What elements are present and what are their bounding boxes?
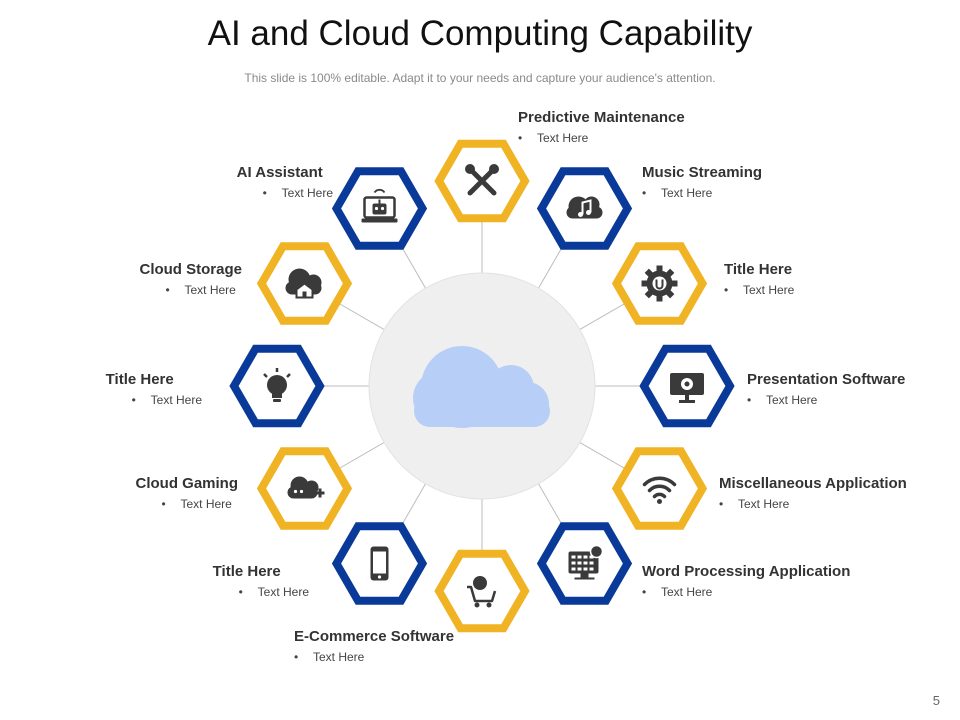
node-bullet-text: Text Here — [184, 283, 236, 297]
node-bullet-text: Text Here — [150, 393, 202, 407]
bullet-dot: • — [518, 131, 523, 145]
node-bullet: • Text Here — [518, 130, 685, 146]
node-label: E-Commerce Software • Text Here — [294, 628, 454, 665]
page-number: 5 — [932, 693, 940, 708]
node-bullet-text: Text Here — [738, 497, 790, 511]
node-bullet-text: Text Here — [257, 585, 309, 599]
cloud-home-icon — [285, 268, 322, 299]
bullet-dot: • — [642, 186, 647, 200]
node-bullet: • Text Here — [294, 649, 454, 665]
hexagon-node — [639, 344, 735, 428]
hexagon-node — [229, 344, 325, 428]
node-label: Music Streaming • Text Here — [642, 164, 762, 201]
node-label: Title Here • Text Here — [724, 261, 794, 298]
node-title: Cloud Storage — [139, 261, 242, 278]
node-bullet: • Text Here — [237, 185, 333, 201]
bullet-dot: • — [165, 283, 170, 297]
node-title: Title Here — [724, 261, 793, 278]
node-bullet-text: Text Here — [743, 283, 795, 297]
node-title: Presentation Software — [747, 371, 906, 388]
bullet-dot: • — [294, 650, 299, 664]
hexagon-node — [256, 447, 353, 530]
hexagon-node — [256, 242, 353, 325]
bullet-dot: • — [238, 585, 243, 599]
node-bullet-text: Text Here — [313, 650, 365, 664]
node-title: Predictive Maintenance — [518, 109, 685, 126]
node-bullet-text: Text Here — [766, 393, 818, 407]
wifi-icon — [642, 476, 677, 504]
node-bullet-text: Text Here — [661, 585, 713, 599]
node-bullet: • Text Here — [139, 282, 242, 298]
node-label: Predictive Maintenance • Text Here — [518, 109, 685, 146]
node-bullet-text: Text Here — [281, 186, 333, 200]
hexagon-node — [536, 522, 633, 605]
node-title: Word Processing Application — [642, 563, 851, 580]
hexagon-node — [434, 549, 530, 633]
page-subtitle: This slide is 100% editable. Adapt it to… — [244, 71, 716, 85]
hexagon-nodes — [229, 139, 735, 633]
bullet-dot: • — [642, 585, 647, 599]
hexagon-node — [611, 242, 708, 325]
node-title: E-Commerce Software — [294, 628, 455, 645]
shopping-cart-icon — [467, 576, 497, 608]
center-hub — [368, 272, 596, 500]
hexagon-shape — [611, 447, 708, 530]
node-title: Title Here — [105, 371, 174, 388]
node-title: Miscellaneous Application — [719, 475, 907, 492]
hexagon-node — [434, 139, 530, 223]
tools-icon — [465, 164, 499, 196]
node-label: Word Processing Application • Text Here — [642, 563, 850, 600]
hexagon-node — [536, 167, 633, 250]
node-title: AI Assistant — [236, 164, 323, 181]
node-bullet: • Text Here — [136, 496, 239, 512]
gear-icon — [641, 265, 678, 302]
node-title: Title Here — [212, 563, 281, 580]
node-bullet: • Text Here — [747, 392, 905, 408]
node-bullet: • Text Here — [724, 282, 794, 298]
robot-laptop-icon — [361, 188, 398, 223]
dashboard-icon — [568, 544, 604, 580]
hexagon-node — [331, 167, 428, 250]
bullet-dot: • — [131, 393, 136, 407]
node-label: AI Assistant • Text Here — [237, 164, 333, 201]
bullet-dot: • — [719, 497, 724, 511]
node-label: Cloud Gaming • Text Here — [136, 475, 239, 512]
monitor-gear-icon — [670, 373, 704, 403]
hexagon-shape — [434, 549, 530, 633]
node-label: Title Here • Text Here — [106, 371, 202, 408]
bullet-dot: • — [262, 186, 267, 200]
cloud-music-icon — [566, 196, 603, 219]
cloud-icon — [413, 346, 550, 428]
node-bullet-text: Text Here — [180, 497, 232, 511]
node-label: Presentation Software • Text Here — [747, 371, 905, 408]
lightbulb-icon — [263, 368, 291, 402]
cloud-gamepad-icon — [287, 476, 325, 499]
node-label: Cloud Storage • Text Here — [139, 261, 242, 298]
node-label: Miscellaneous Application • Text Here — [719, 475, 907, 512]
node-label: Title Here • Text Here — [213, 563, 309, 600]
bullet-dot: • — [161, 497, 166, 511]
hexagon-node — [331, 522, 428, 605]
bullet-dot: • — [747, 393, 752, 407]
node-bullet: • Text Here — [642, 584, 850, 600]
node-title: Music Streaming — [642, 164, 763, 181]
node-bullet: • Text Here — [719, 496, 907, 512]
page-title: AI and Cloud Computing Capability — [207, 14, 753, 53]
node-bullet-text: Text Here — [537, 131, 589, 145]
node-bullet: • Text Here — [106, 392, 202, 408]
node-title: Cloud Gaming — [135, 475, 239, 492]
hexagon-node — [611, 447, 708, 530]
node-bullet: • Text Here — [642, 185, 762, 201]
node-bullet: • Text Here — [213, 584, 309, 600]
smartphone-icon — [370, 546, 389, 581]
node-bullet-text: Text Here — [661, 186, 713, 200]
bullet-dot: • — [724, 283, 729, 297]
